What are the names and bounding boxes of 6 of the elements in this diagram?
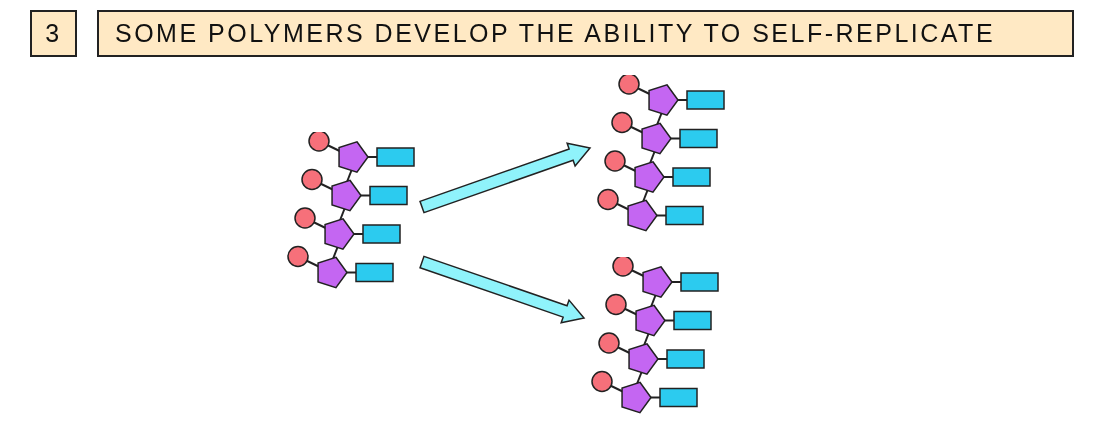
- block-arrow: [419, 142, 592, 214]
- title-text: SOME POLYMERS DEVELOP THE ABILITY TO SELF-REPLICATE: [115, 17, 996, 49]
- block-arrow: [419, 255, 586, 324]
- number-box: [30, 10, 77, 57]
- step-number: 3: [45, 17, 62, 49]
- title-banner: [97, 10, 1074, 57]
